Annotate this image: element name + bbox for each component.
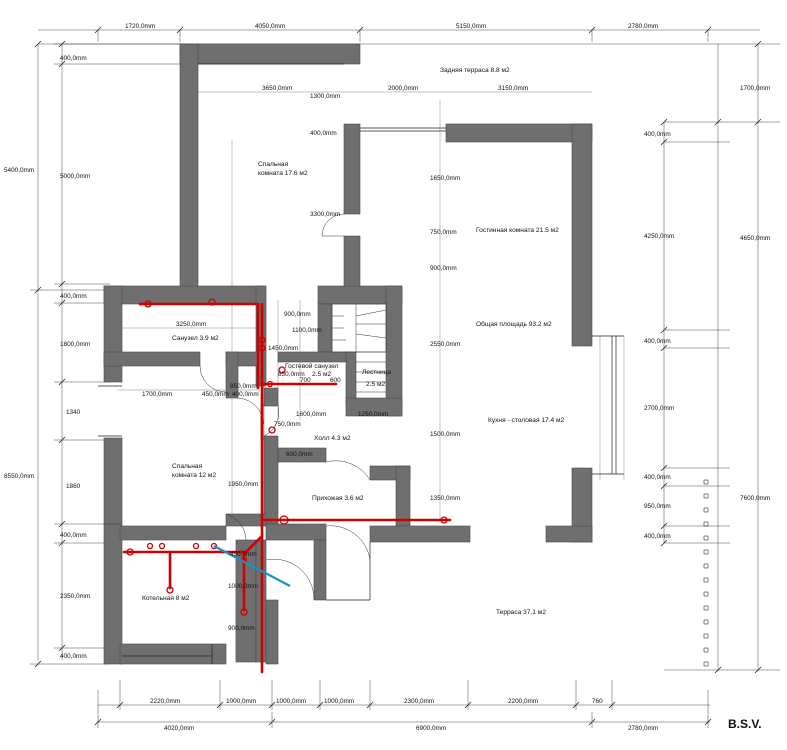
dim-750-a: 750,0mm xyxy=(430,229,457,236)
room-back-terrace: Задняя терраса 8.8 м2 xyxy=(440,67,510,74)
room-boiler: Котельная 8 м2 xyxy=(142,595,190,602)
dim-right-400-d: 400,0mm xyxy=(644,533,671,540)
dim-right-1700: 1700,0mm xyxy=(740,85,770,92)
room-living: Гостинная комната 21.5 м2 xyxy=(476,227,559,234)
dim-left-1860: 1860 xyxy=(66,483,81,490)
dim-right-4650: 4650,0mm xyxy=(740,235,770,242)
dim-left-5000: 5000,0mm xyxy=(60,173,90,180)
dim-400-int-b: 400,0mm xyxy=(232,391,259,398)
room-hall: Холл 4.3 м2 xyxy=(314,435,351,442)
walls xyxy=(103,43,593,665)
dim-top-2780: 2780,0mm xyxy=(628,23,658,30)
dim-right-950: 950,0mm xyxy=(644,503,671,510)
room-bathroom: Санузел 3.9 м2 xyxy=(172,335,219,342)
room-bedroom-top-line1: Спальная xyxy=(258,161,289,168)
room-terrace: Терраса 37.1 м2 xyxy=(496,609,546,616)
dim-top-4050: 4050,0mm xyxy=(255,23,285,30)
room-entrance: Прихожая 3.6 м2 xyxy=(312,495,364,502)
dim-3250: 3250,0mm xyxy=(176,321,206,328)
dimension-ticks xyxy=(34,26,762,726)
room-bedroom-top-line2: комната 17.6 м2 xyxy=(258,170,308,177)
dim-top-1720: 1720,0mm xyxy=(125,23,155,30)
author-signature: B.S.V. xyxy=(728,717,762,731)
total-area: Общая площадь 93.2 м2 xyxy=(476,320,552,328)
pipe-fittings xyxy=(126,298,448,616)
dim-450-a: 450,0mm xyxy=(202,391,229,398)
dim-bottom-1000-c: 1000,0mm xyxy=(324,698,354,705)
dim-1000: 1000,0mm xyxy=(228,583,258,590)
dim-top-5150: 5150,0mm xyxy=(456,23,486,30)
dim-right-400-c: 400,0mm xyxy=(644,474,671,481)
dim-bottom-1000-a: 1000,0mm xyxy=(226,698,256,705)
dim-bottom-760: 760 xyxy=(592,698,603,705)
dim-left-1800: 1800,0mm xyxy=(60,341,90,348)
dim-850-b: 850,0mm xyxy=(230,383,257,390)
dim-1250: 1250,0mm xyxy=(358,411,388,418)
dim-2550: 2550,0mm xyxy=(430,341,460,348)
dim-1700: 1700,0mm xyxy=(142,391,172,398)
dim-700: 700 xyxy=(300,377,311,384)
dim-left-8550: 8550,0mm xyxy=(4,473,34,480)
dimension-lines xyxy=(30,29,780,728)
dim-bottom-6900: 6900,0mm xyxy=(416,725,446,732)
dim-left-2350: 2350,0mm xyxy=(60,593,90,600)
dim-left-5400: 5400,0mm xyxy=(4,167,34,174)
dim-1300: 1300,0mm xyxy=(310,93,340,100)
room-bedroom-left-line1: Спальная xyxy=(172,463,203,470)
dim-3650: 3650,0mm xyxy=(262,85,292,92)
room-guest-bath-line1: Гостевой санузел xyxy=(285,362,339,370)
room-stairs-line2: 2.5 м2 xyxy=(366,381,386,388)
dim-bottom-1000-b: 1000,0mm xyxy=(276,698,306,705)
dim-3300: 3300,0mm xyxy=(310,211,340,218)
dim-900-a: 900,0mm xyxy=(430,265,457,272)
dim-bottom-2220: 2220,0mm xyxy=(150,698,180,705)
room-stairs-line1: Лестница xyxy=(362,369,391,376)
room-guest-bath-line2: 2.5 м2 xyxy=(312,371,332,378)
dim-bottom-2300: 2300,0mm xyxy=(404,698,434,705)
dim-bottom-4020: 4020,0mm xyxy=(164,725,194,732)
dim-1100: 1100,0mm xyxy=(292,327,322,334)
dim-right-4250: 4250,0mm xyxy=(644,233,674,240)
dim-left-400-d: 400,0mm xyxy=(60,653,87,660)
dim-bottom-2780: 2780,0mm xyxy=(628,725,658,732)
room-bedroom-left-line2: комната 12 м2 xyxy=(172,472,216,479)
dim-900-c: 900,0mm xyxy=(228,625,255,632)
dim-400-int: 400,0mm xyxy=(310,130,337,137)
dim-850-a: 850,0mm xyxy=(278,371,305,378)
dim-1950: 1950,0mm xyxy=(228,481,258,488)
staircase xyxy=(331,303,387,393)
terrace-railing xyxy=(703,479,709,667)
dim-right-7600: 7600,0mm xyxy=(740,495,770,502)
gas-line xyxy=(213,545,291,587)
dim-left-400-c: 400,0mm xyxy=(60,532,87,539)
dim-3150: 3150,0mm xyxy=(498,85,528,92)
dim-left-400-b: 400,0mm xyxy=(60,293,87,300)
dim-right-2700: 2700,0mm xyxy=(644,405,674,412)
dim-left-400-a: 400,0mm xyxy=(60,55,87,62)
dim-1450: 1450,0mm xyxy=(268,345,298,352)
dim-right-400-a: 400,0mm xyxy=(644,131,671,138)
room-kitchen: Кухня - столовая 17.4 м2 xyxy=(488,417,565,424)
dim-right-400-b: 400,0mm xyxy=(644,338,671,345)
dim-1350: 1350,0mm xyxy=(430,495,460,502)
dim-1650: 1650,0mm xyxy=(430,175,460,182)
dim-bottom-2200: 2200,0mm xyxy=(508,698,538,705)
dim-750-b: 750,0mm xyxy=(274,421,301,428)
dim-600-a: 600 xyxy=(330,377,341,384)
dim-left-1340: 1340 xyxy=(66,409,81,416)
dim-1500: 1500,0mm xyxy=(430,431,460,438)
dim-900-b: 900,0mm xyxy=(284,311,311,318)
dim-1600: 1600,0mm xyxy=(296,411,326,418)
dim-450-b: 450,0mm xyxy=(230,551,257,558)
labels: 1720,0mm 4050,0mm 5150,0mm 2780,0mm 5400… xyxy=(4,23,770,732)
doors xyxy=(199,213,371,601)
thin-lines xyxy=(98,63,624,664)
dim-2000: 2000,0mm xyxy=(388,85,418,92)
dim-600-b: 600,0mm xyxy=(286,451,313,458)
